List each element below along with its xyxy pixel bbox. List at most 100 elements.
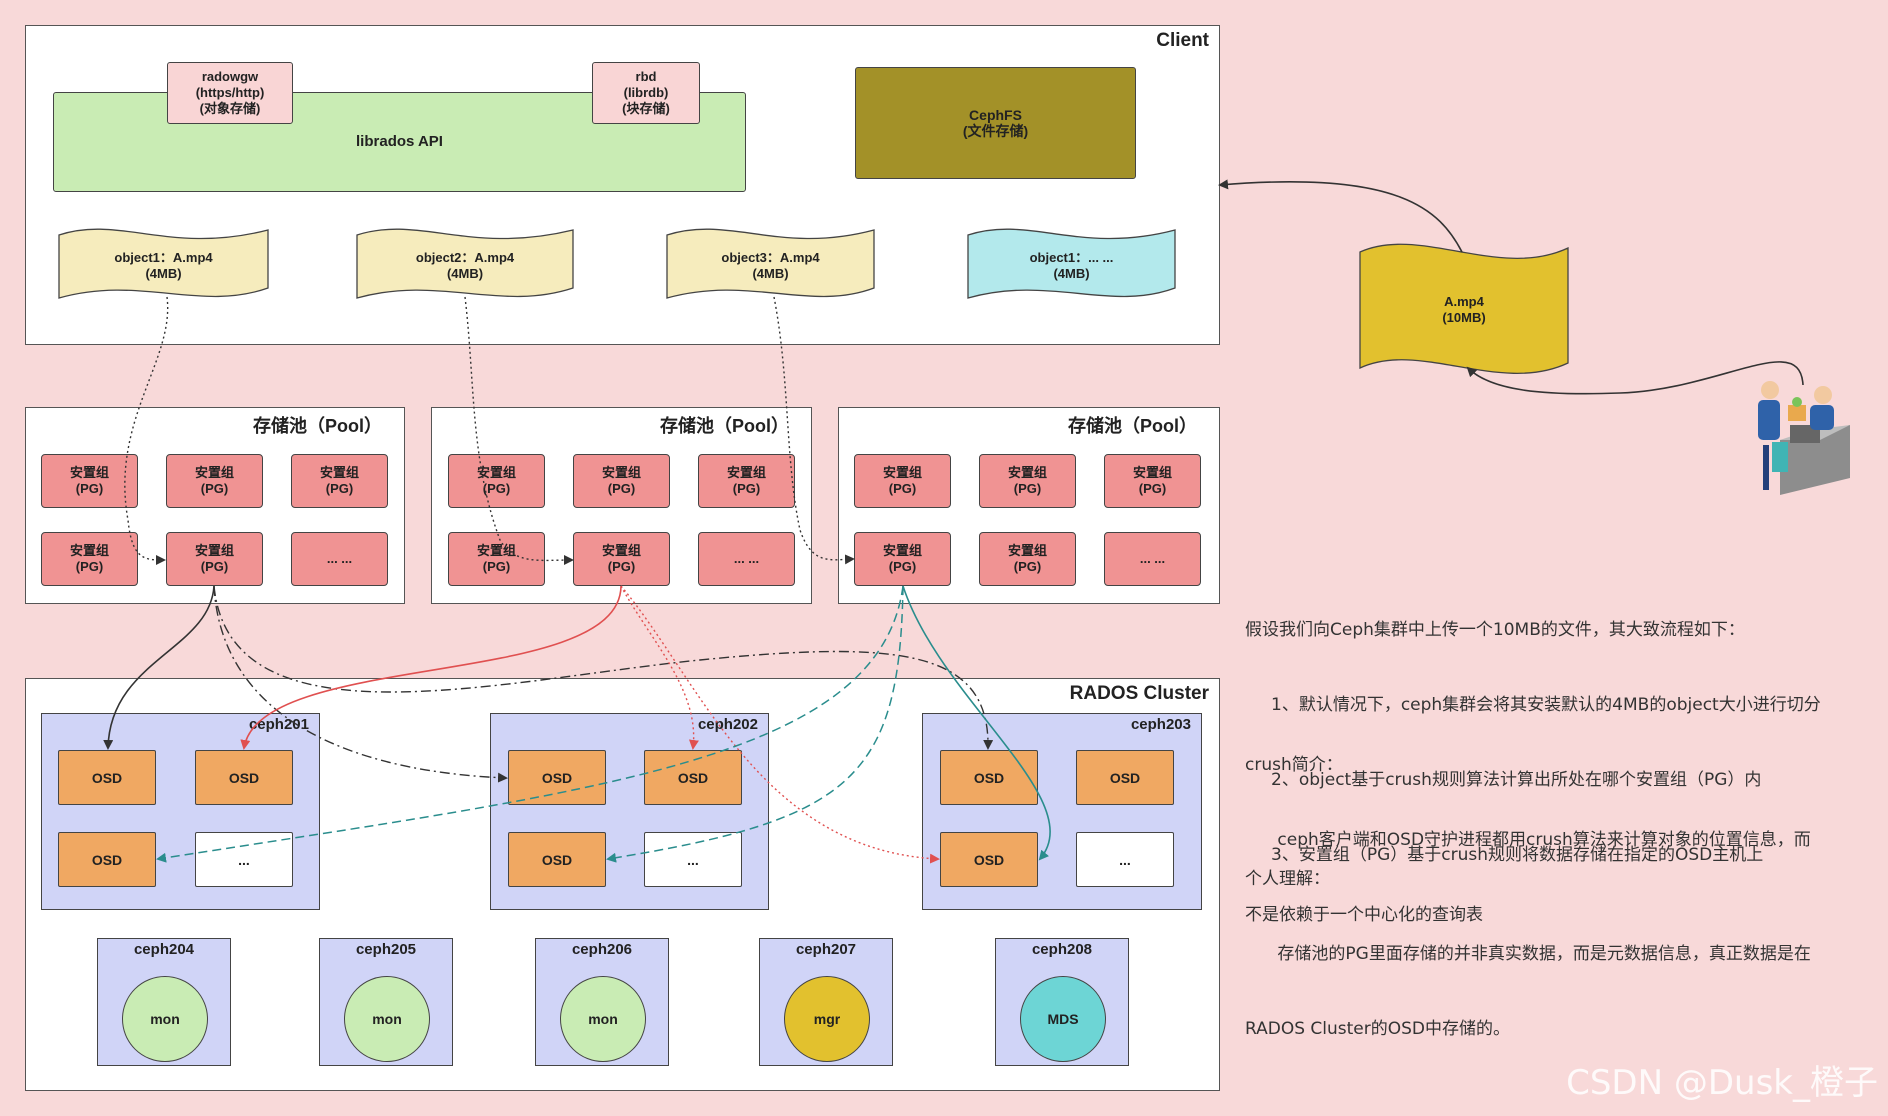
pg-label: 安置组 (PG) xyxy=(1132,465,1172,496)
object-4-label: object1：... ... (4MB) xyxy=(1029,250,1114,281)
osd-202-2[interactable]: OSD xyxy=(644,750,742,805)
host-ceph207: ceph207 mgr xyxy=(759,938,893,1066)
link-user-to-file xyxy=(1466,361,1804,395)
flow-step-2: 2、object基于crush规则算法计算出所处在哪个安置组（PG）内 xyxy=(1271,770,1762,790)
object-1-shape xyxy=(58,228,269,299)
mon-node-204[interactable]: mon xyxy=(122,976,208,1062)
flow-step-3: 3、安置组（PG）基于crush规则将数据存储在指定的OSD主机上 xyxy=(1271,845,1764,865)
pg-p1-r2-c2[interactable]: 安置组 (PG) xyxy=(166,532,263,586)
osd-201-more[interactable]: ... xyxy=(195,832,293,887)
osd-202-1[interactable]: OSD xyxy=(508,750,606,805)
link-object2-pg xyxy=(464,296,574,566)
pg-label: 安置组 (PG) xyxy=(69,543,109,574)
host-ceph204-title: ceph204 xyxy=(133,941,195,958)
osd-202-3[interactable]: OSD xyxy=(508,832,606,887)
osd-more-label: ... xyxy=(687,851,699,868)
pg-p3-more[interactable]: ... ... xyxy=(1104,532,1201,586)
pg-more-label: ... ... xyxy=(326,551,353,566)
link-pg3-osd203-3 xyxy=(902,585,1051,861)
link-object1-pg xyxy=(124,296,169,565)
pg-p1-r1-c1[interactable]: 安置组 (PG) xyxy=(41,454,138,508)
osd-201-1[interactable]: OSD xyxy=(58,750,156,805)
crush-line-1: ceph客户端和OSD守护进程都用crush算法来计算对象的位置信息，而 xyxy=(1245,830,1811,850)
mon-node-205[interactable]: mon xyxy=(344,976,430,1062)
rados-cluster-title: RADOS Cluster xyxy=(1069,683,1209,704)
osd-label: OSD xyxy=(228,769,260,786)
file-a-mp4-shape xyxy=(1359,243,1569,374)
pg-more-label: ... ... xyxy=(733,551,760,566)
link-pg2-osd202-2 xyxy=(620,585,699,750)
flow-title: 假设我们向Ceph集群中上传一个10MB的文件，其大致流程如下： xyxy=(1245,620,1745,640)
radosgw-box[interactable]: radowgw (https/http) (对象存储) xyxy=(167,62,293,124)
radosgw-label: radowgw (https/http) (对象存储) xyxy=(195,69,265,116)
pool-1-title: 存储池（Pool） xyxy=(253,416,382,436)
pg-p3-r2-c1[interactable]: 安置组 (PG) xyxy=(854,532,951,586)
rbd-box[interactable]: rbd (librdb) (块存储) xyxy=(592,62,700,124)
osd-203-2[interactable]: OSD xyxy=(1076,750,1174,805)
osd-label: OSD xyxy=(541,769,573,786)
osd-label: OSD xyxy=(91,769,123,786)
link-pg2-osd201-2 xyxy=(240,585,622,750)
pg-label: 安置组 (PG) xyxy=(882,465,922,496)
link-pg3-osd202-3 xyxy=(606,585,904,863)
object-2-shape xyxy=(356,228,574,299)
pg-p3-r1-c1[interactable]: 安置组 (PG) xyxy=(854,454,951,508)
pg-p2-r1-c1[interactable]: 安置组 (PG) xyxy=(448,454,545,508)
crush-line-2: 不是依赖于一个中心化的查询表 xyxy=(1245,905,1483,925)
client-title: Client xyxy=(1156,30,1209,51)
pg-p1-r1-c2[interactable]: 安置组 (PG) xyxy=(166,454,263,508)
role-label: mon xyxy=(150,1011,180,1027)
pg-p2-r2-c1[interactable]: 安置组 (PG) xyxy=(448,532,545,586)
pg-label: 安置组 (PG) xyxy=(319,465,359,496)
osd-more-label: ... xyxy=(238,851,250,868)
link-file-to-client xyxy=(1218,179,1463,253)
personal-title: 个人理解： xyxy=(1245,869,1330,889)
host-ceph205-title: ceph205 xyxy=(355,941,417,958)
link-pg1-osd203-1 xyxy=(213,585,994,750)
pg-p3-r2-c2[interactable]: 安置组 (PG) xyxy=(979,532,1076,586)
host-ceph206-title: ceph206 xyxy=(571,941,633,958)
pg-p2-more[interactable]: ... ... xyxy=(698,532,795,586)
pg-label: 安置组 (PG) xyxy=(601,465,641,496)
osd-203-more[interactable]: ... xyxy=(1076,832,1174,887)
watermark: CSDN @Dusk_橙子 xyxy=(1566,1063,1878,1103)
mds-node-208[interactable]: MDS xyxy=(1020,976,1106,1062)
personal-line-2: RADOS Cluster的OSD中存储的。 xyxy=(1245,1019,1511,1039)
pg-p3-r1-c3[interactable]: 安置组 (PG) xyxy=(1104,454,1201,508)
object-2-label: object2：A.mp4 (4MB) xyxy=(415,250,515,281)
osd-201-3[interactable]: OSD xyxy=(58,832,156,887)
librados-api-label: librados API xyxy=(356,133,443,150)
osd-201-2[interactable]: OSD xyxy=(195,750,293,805)
rbd-label: rbd (librdb) (块存储) xyxy=(622,69,670,116)
pg-p1-r1-c3[interactable]: 安置组 (PG) xyxy=(291,454,388,508)
pg-label: 安置组 (PG) xyxy=(726,465,766,496)
host-ceph201-title: ceph201 xyxy=(248,716,309,733)
host-ceph203-title: ceph203 xyxy=(1130,716,1191,733)
pg-p2-r2-c2[interactable]: 安置组 (PG) xyxy=(573,532,670,586)
link-pg3-osd201-3 xyxy=(156,585,904,863)
pool-2-title: 存储池（Pool） xyxy=(660,416,789,436)
role-label: mgr xyxy=(813,1011,841,1027)
mon-node-206[interactable]: mon xyxy=(560,976,646,1062)
crush-title: crush简介： xyxy=(1245,755,1343,775)
osd-label: OSD xyxy=(541,851,573,868)
object-1-label: object1：A.mp4 (4MB) xyxy=(114,250,213,281)
object-4-shape xyxy=(967,228,1176,299)
osd-label: OSD xyxy=(677,769,709,786)
file-a-mp4-label: A.mp4 (10MB) xyxy=(1442,294,1486,325)
pg-p1-r2-c1[interactable]: 安置组 (PG) xyxy=(41,532,138,586)
pg-more-label: ... ... xyxy=(1139,551,1166,566)
link-object3-pg xyxy=(773,296,855,565)
flow-step-1: 1、默认情况下，ceph集群会将其安装默认的4MB的object大小进行切分 xyxy=(1271,695,1821,715)
osd-203-3[interactable]: OSD xyxy=(940,832,1038,887)
object-3-shape xyxy=(666,228,875,299)
pg-p3-r1-c2[interactable]: 安置组 (PG) xyxy=(979,454,1076,508)
mgr-node-207[interactable]: mgr xyxy=(784,976,870,1062)
pg-p2-r1-c3[interactable]: 安置组 (PG) xyxy=(698,454,795,508)
pg-label: 安置组 (PG) xyxy=(1007,543,1047,574)
pg-p1-more[interactable]: ... ... xyxy=(291,532,388,586)
osd-202-more[interactable]: ... xyxy=(644,832,742,887)
cephfs-box[interactable]: CephFS (文件存储) xyxy=(855,67,1136,179)
pg-p2-r1-c2[interactable]: 安置组 (PG) xyxy=(573,454,670,508)
osd-203-1[interactable]: OSD xyxy=(940,750,1038,805)
